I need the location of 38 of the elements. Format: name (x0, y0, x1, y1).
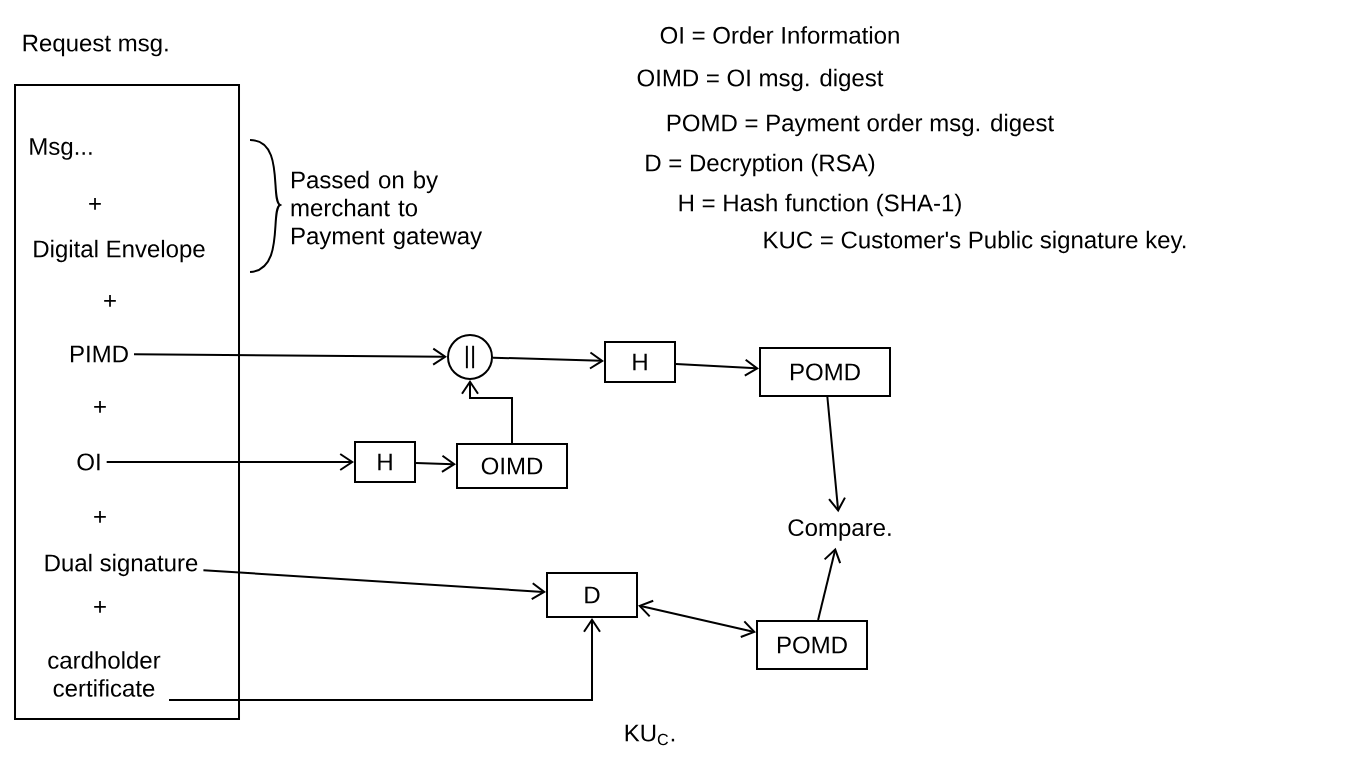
note-text: Passed on by merchant to Payment gateway (291, 170, 483, 250)
definition-text: KUC = Customer's Public signature key. (764, 230, 1186, 254)
definition-text: D = Decryption (RSA) (646, 153, 875, 177)
plus-sign: + (94, 511, 106, 523)
arrow (492, 351, 604, 370)
plus-sign: + (94, 401, 106, 413)
field-text: OI (77, 453, 100, 471)
arrow (826, 396, 846, 513)
process-box: OIMD (456, 443, 568, 489)
arrow (202, 569, 546, 601)
arrow (133, 347, 447, 366)
process-box: POMD (756, 620, 868, 670)
process-box: H (354, 441, 416, 483)
arrow (415, 454, 456, 473)
node-label: Request msg. (23, 34, 168, 57)
plus-sign: + (94, 601, 106, 613)
field-text: Msg... (30, 138, 92, 160)
definition-text: OIMD = OI msg. digest (637, 68, 884, 92)
arrow (105, 453, 354, 471)
plus-sign: + (104, 295, 116, 307)
field-text: PIMD (71, 345, 128, 363)
result-text: Compare. (788, 519, 891, 541)
arrow (461, 380, 513, 444)
definition-text: POMD = Payment order msg. digest (667, 113, 1054, 137)
field-text: cardholder certificate (48, 651, 161, 697)
arrow (817, 547, 842, 621)
definition-text: OI = Order Information (660, 26, 899, 44)
definition-text: H = Hash function (SHA-1) (679, 193, 961, 217)
process-box: H (604, 341, 676, 383)
arrow (168, 618, 601, 701)
arrow (638, 599, 756, 638)
process-box: D (546, 572, 638, 618)
field-text: Dual signature (45, 553, 198, 577)
plus-sign: + (89, 198, 101, 210)
field-text: Digital Envelope (34, 239, 205, 263)
key-label: KU$_{C}$. (625, 724, 675, 746)
process-box: POMD (759, 347, 891, 397)
arrow (675, 358, 759, 377)
